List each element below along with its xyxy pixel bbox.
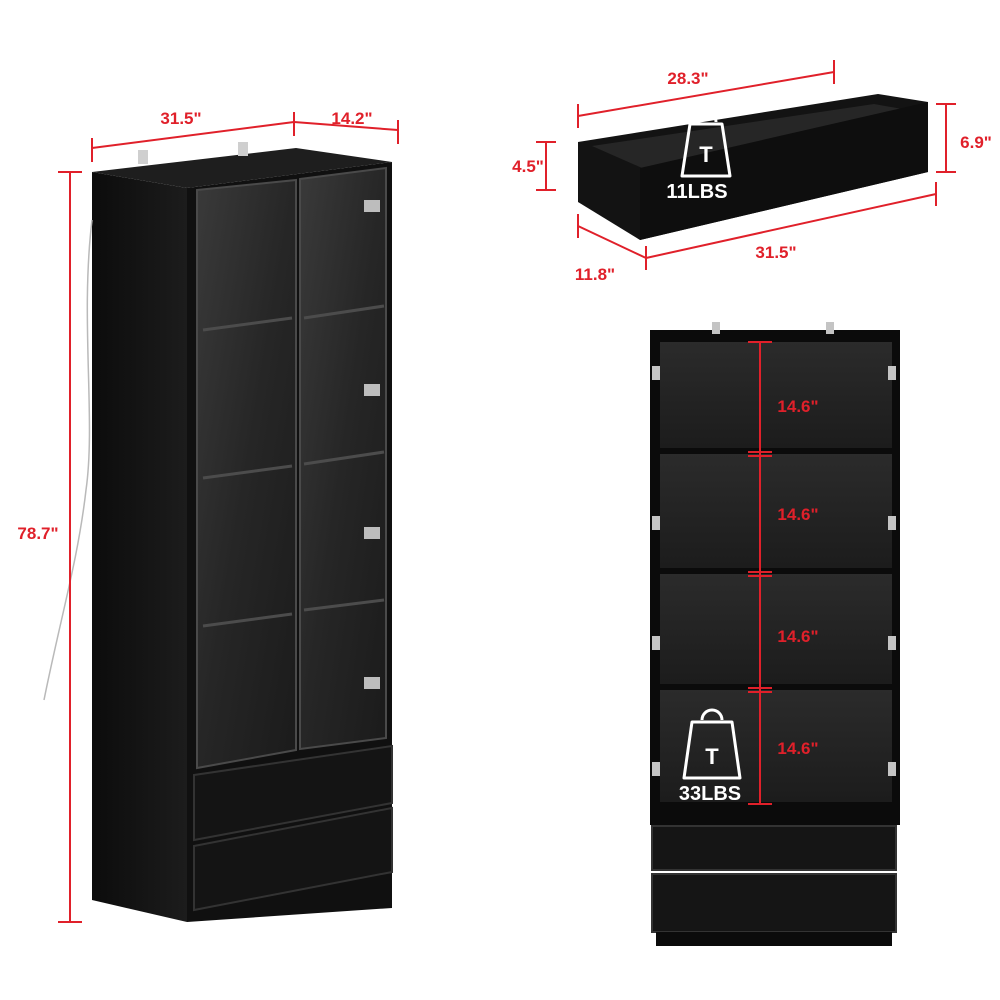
shelf-compartment-1 xyxy=(660,342,892,448)
shelf-height-label-3: 14.6" xyxy=(777,627,818,646)
open-cabinet-drawer-upper xyxy=(651,825,897,871)
shelf-height-label-2: 14.6" xyxy=(777,505,818,524)
shelf-height-label-1: 14.6" xyxy=(777,397,818,416)
shelf-height-label-4: 14.6" xyxy=(777,739,818,758)
shelf-load-label: 33LBS xyxy=(679,783,741,805)
led-power-cord xyxy=(43,219,93,701)
dimension-lines-shelves xyxy=(748,341,772,805)
drawer-front-face xyxy=(640,102,928,240)
shelf-compartment-4 xyxy=(660,690,892,802)
weight-icon: T xyxy=(682,708,742,780)
drawer-load-label: 11LBS xyxy=(666,181,727,203)
drawer-inner-cavity xyxy=(592,104,908,168)
drawer-outer-width-label: 31.5" xyxy=(755,243,796,262)
dimension-lines-cabinet xyxy=(58,112,399,923)
weight-icon: T xyxy=(680,110,732,178)
open-cabinet-drawer-lower xyxy=(651,873,897,933)
shelf-compartment-3 xyxy=(660,574,892,684)
cabinet-open-view xyxy=(650,322,900,946)
weight-icon-letter: T xyxy=(705,744,719,769)
cabinet-side-panel xyxy=(92,172,187,922)
cabinet-drawer-upper xyxy=(193,744,393,842)
cabinet-closed-view xyxy=(43,142,393,922)
cabinet-depth-label: 14.2" xyxy=(331,109,372,128)
drawer-inner-height-label: 4.5" xyxy=(512,157,544,176)
drawer-outer-height-label: 6.9" xyxy=(960,133,992,152)
weight-icon-letter: T xyxy=(699,142,713,167)
shelf-compartment-2 xyxy=(660,454,892,568)
cabinet-width-label: 31.5" xyxy=(160,109,201,128)
drawer-depth-label: 11.8" xyxy=(575,265,615,284)
cabinet-glass-door-left xyxy=(196,178,297,770)
cabinet-drawer-lower xyxy=(193,806,393,912)
dimension-lines-drawer xyxy=(536,60,956,270)
drawer-view xyxy=(578,94,928,240)
drawer-inner-width-label: 28.3" xyxy=(667,69,708,88)
cabinet-height-label: 78.7" xyxy=(17,524,58,543)
